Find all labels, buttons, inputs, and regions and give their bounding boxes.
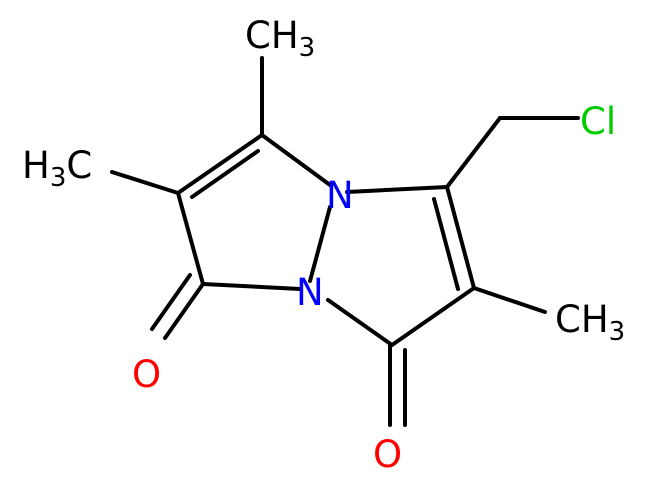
nitrogen-label-2: N [296,271,324,314]
bond-c5-oleft-double [150,273,192,331]
oxygen-label-left: O [132,353,161,396]
oxygen-label-right: O [373,433,402,476]
bond-c3-c2-double [432,197,460,291]
methyl-label-top: CH3 [245,14,315,63]
bond-c2-ch3right [472,286,547,314]
bond-c6-ch3left [110,170,180,195]
nitrogen-label-1: N [326,174,354,217]
bond-c6-c5 [176,191,205,286]
bond-c5-oleft [163,282,205,340]
methyl-label-right: CH3 [555,298,625,347]
bond-c7-c6 [176,133,264,195]
bond-n1-c3 [345,185,449,194]
bond-c7-c6-double [190,149,260,199]
bond-n2-n1 [308,205,332,283]
bond-c3-ch2 [445,116,502,189]
bond-c5-n2 [201,282,302,291]
bond-n1-c7 [260,133,332,187]
bond-c3-c2 [445,185,476,290]
chlorine-label: Cl [580,100,616,143]
methyl-label-left: H3C [22,144,92,193]
bond-c2-c1 [390,286,476,347]
bonds [110,56,580,427]
bond-c1-n2 [326,298,394,347]
atom-labels: CH3 H3C Cl N N CH3 O O [22,14,625,476]
